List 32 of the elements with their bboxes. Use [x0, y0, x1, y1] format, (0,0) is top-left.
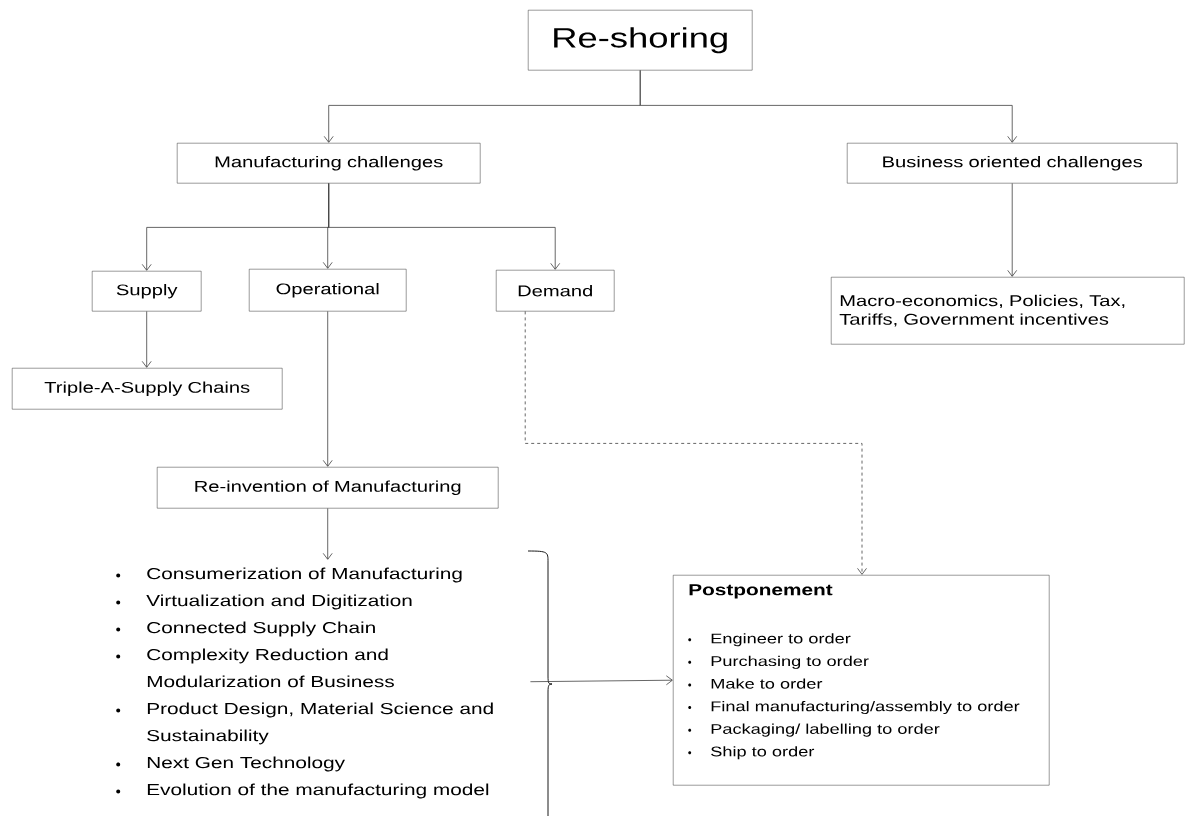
process-box: Supply [92, 271, 202, 312]
arrow [639, 70, 1018, 143]
arrow [141, 311, 152, 368]
process-box: Re-invention of Manufacturing [157, 467, 499, 509]
list-item: Engineer to order [711, 633, 851, 647]
arrow [1007, 183, 1018, 277]
list-item: Evolution of the manufacturing model [147, 783, 489, 799]
arrow [322, 508, 333, 560]
list-item: Virtualization and Digitization [146, 594, 412, 610]
process-box: Re-shoring [528, 10, 753, 71]
list-item: Complexity Reduction and Modularization of Business [147, 648, 394, 688]
process-box: Business oriented challenges [847, 143, 1178, 184]
arrow [328, 183, 561, 270]
process-box: Manufacturing challenges [177, 143, 481, 184]
list-item: Ship to order [711, 746, 815, 760]
list-item: Purchasing to order [711, 655, 869, 669]
list-item: Consumerization of Manufacturing [147, 567, 462, 583]
text-box [673, 575, 1050, 786]
arrow [524, 311, 867, 575]
list-item: Product Design, Material Science and Sustainability [147, 702, 493, 745]
card-title: Postponement [689, 584, 833, 599]
list-item: Packaging/ labelling to order [711, 723, 940, 737]
process-box: Operational [249, 269, 407, 312]
arrow [530, 675, 673, 686]
process-box: Demand [496, 270, 615, 312]
list-item: Final manufacturing/assembly to order [711, 701, 1020, 715]
arrow [322, 311, 333, 467]
process-box: Macro-economics, Policies, Tax, Tariffs, Government incentives [831, 277, 1185, 345]
list-item: Connected Supply Chain [147, 621, 375, 637]
list-item: Make to order [711, 678, 823, 689]
process-box: Triple-A-Supply Chains [12, 368, 283, 410]
list-item: Next Gen Technology [147, 756, 345, 772]
